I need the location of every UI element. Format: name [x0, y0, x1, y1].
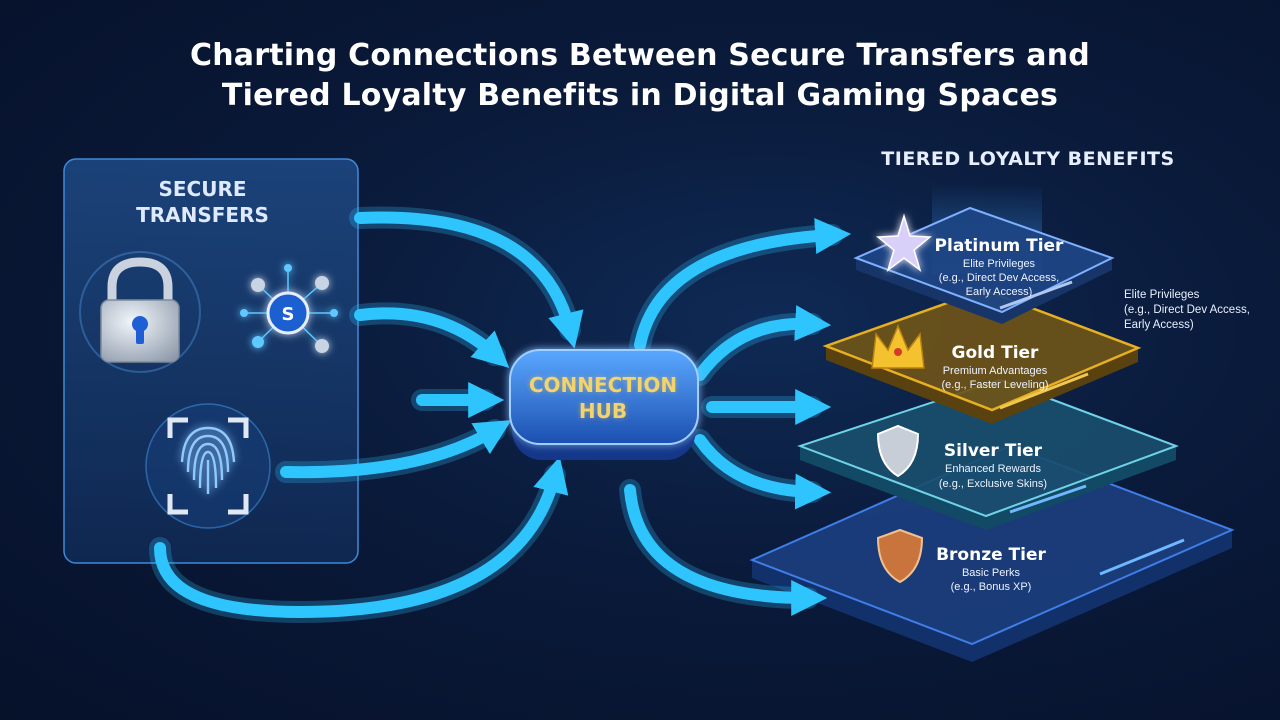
title-line-1: Charting Connections Between Secure Tran… [190, 38, 1090, 73]
hub-top [509, 349, 699, 445]
tier-progress-bar [999, 280, 1073, 310]
secure-transfers-title-line-1: SECURE [158, 177, 247, 201]
shield-icon [876, 528, 924, 584]
bronze-tier-name: Bronze Tier [936, 545, 1046, 565]
arrow-hub-to-bronze-upper [694, 434, 832, 510]
silver-tier-name: Silver Tier [943, 441, 1043, 461]
network-icon: S [240, 264, 338, 353]
tiers-title: TIERED LOYALTY BENEFITS [881, 148, 1175, 170]
gold-tier-name: Gold Tier [951, 343, 1039, 363]
hub-label: CONNECTION HUB [505, 372, 701, 424]
platinum-tier-plate [853, 206, 1115, 324]
tier-progress-bar [1099, 538, 1185, 576]
arrow-panel-top-to-hub [354, 211, 584, 349]
side-note-line-2: (e.g., Direct Dev Access, [1124, 304, 1250, 316]
bronze-tier-perk: Basic Perks [961, 567, 1021, 579]
arrow-network-to-hub [354, 307, 510, 368]
platinum-tier-example-line-2: Early Access) [965, 286, 1033, 298]
svg-text:S: S [282, 304, 295, 325]
arrow-hub-to-bronze-lower [624, 484, 828, 616]
page-title: Charting Connections Between Secure Tran… [0, 36, 1280, 116]
padlock-icon [79, 251, 201, 373]
secure-transfers-title-line-2: TRANSFERS [136, 203, 269, 227]
title-line-2: Tiered Loyalty Benefits in Digital Gamin… [221, 78, 1059, 113]
tier-progress-bar [999, 372, 1089, 410]
secure-transfers-title: SECURE TRANSFERS [110, 176, 295, 228]
gold-tier-plate [822, 288, 1142, 424]
connection-hub [509, 349, 699, 460]
arrow-hub-to-gold [694, 305, 832, 381]
platinum-tier-perk: Elite Privileges [962, 258, 1036, 270]
side-note-line-1: Elite Privileges [1124, 289, 1200, 301]
gold-tier-perk: Premium Advantages [942, 365, 1048, 377]
platinum-tier-example-line-1: (e.g., Direct Dev Access, [938, 272, 1060, 284]
platinum-side-note: Elite Privileges (e.g., Direct Dev Acces… [1124, 288, 1274, 333]
arrow-hub-to-platinum [634, 218, 852, 351]
fingerprint-icon [145, 403, 271, 529]
gold-tier-example: (e.g., Faster Leveling) [941, 379, 1049, 391]
arrow-bottom-loop-to-hub [154, 456, 569, 619]
platinum-tier-name: Platinum Tier [934, 236, 1064, 256]
crown-icon [871, 324, 925, 369]
silver-tier-plate [796, 378, 1179, 530]
shield-icon [876, 424, 920, 478]
star-icon [876, 213, 932, 272]
bronze-tier-example: (e.g., Bonus XP) [950, 581, 1032, 593]
side-note-line-3: Early Access) [1124, 319, 1194, 331]
silver-tier-example: (e.g., Exclusive Skins) [938, 478, 1048, 490]
arrow-fingerprint-to-hub [280, 420, 512, 479]
tier-progress-bar [1009, 484, 1087, 514]
hub-label-line-1: CONNECTION [528, 373, 678, 397]
hub-label-line-2: HUB [578, 399, 628, 423]
silver-tier-perk: Enhanced Rewards [944, 463, 1041, 475]
